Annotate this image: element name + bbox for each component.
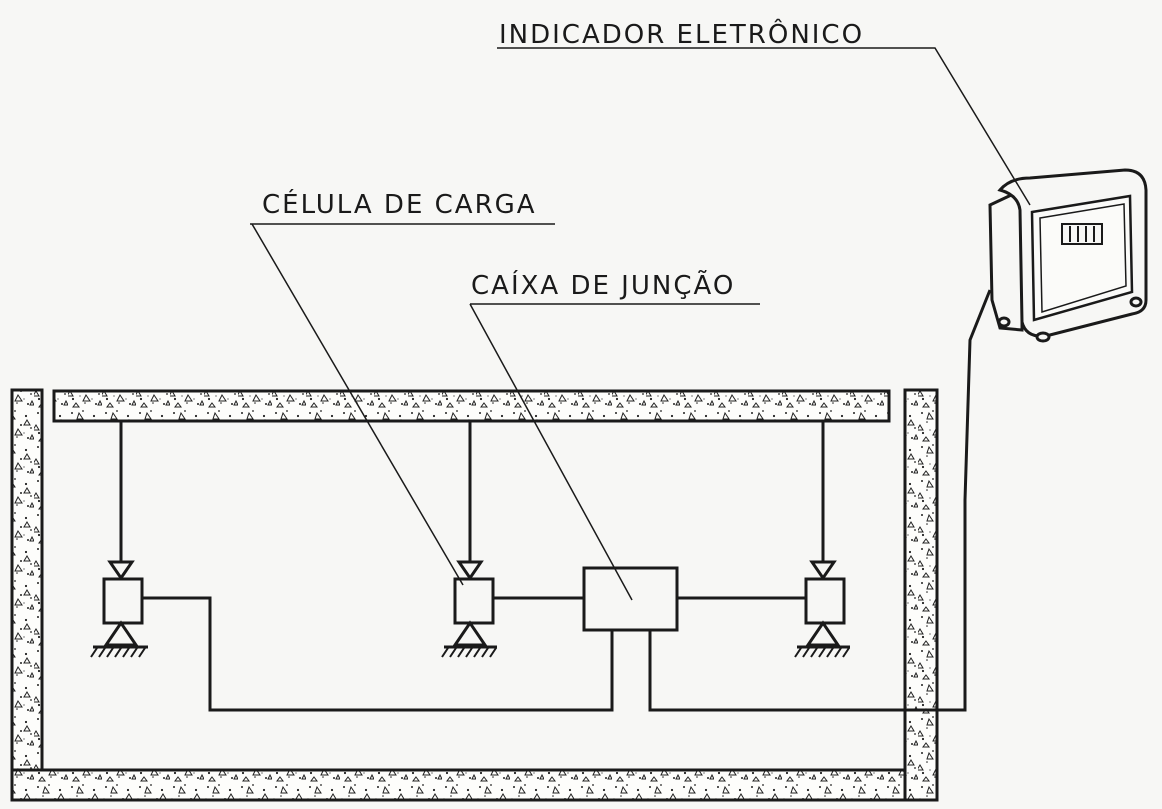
platform-supports [119,421,825,562]
indicator-screen [1030,194,1134,322]
load-cell-left [90,560,148,658]
cable-left-cell [142,596,614,712]
label-load-cell: CÉLULA DE CARGA [262,188,537,220]
indicator-foot-left [1035,331,1051,343]
indicator-foot-right [1129,296,1143,308]
leader-indicator [497,47,1031,206]
wiring [142,289,992,712]
cable-to-indicator [648,289,992,712]
pit-right-wall [903,388,939,802]
display-digits [1069,226,1095,242]
label-junction-box: CAÍXA DE JUNÇÃO [471,269,735,301]
weighing-platform [52,389,891,423]
leader-lines [250,47,1031,601]
load-cell-right [794,560,850,658]
load-cell-center [441,560,497,658]
label-indicator: INDICADOR ELETRÔNICO [499,18,864,50]
indicator-side [988,187,1024,332]
pit-bottom [10,768,939,802]
junction-box [582,566,679,632]
pit-left-wall [10,388,44,802]
indicator-display [1061,223,1103,245]
pit-foundation [10,388,939,802]
electronic-indicator [988,168,1148,343]
